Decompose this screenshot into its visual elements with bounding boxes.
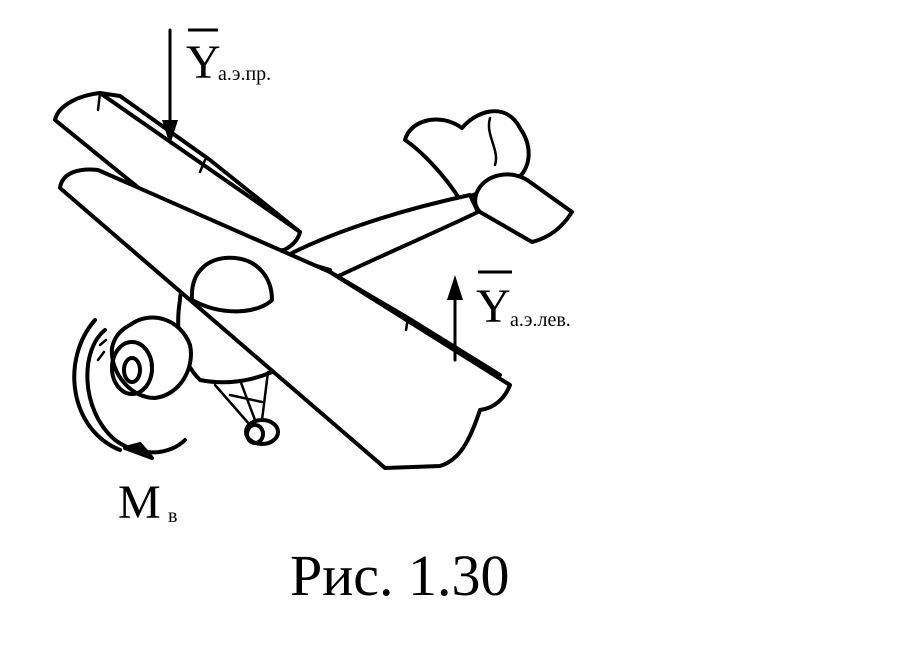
label-force-right-symbol: Y: [186, 36, 221, 89]
label-moment-subscript: в: [168, 505, 177, 527]
lower-wing: [58, 167, 512, 470]
landing-gear: [213, 370, 280, 446]
label-force-right: Y а.э.пр.: [186, 28, 271, 89]
label-force-right-subscript: а.э.пр.: [218, 63, 271, 85]
canopy: [189, 255, 274, 314]
label-force-left: Y а.э.лев.: [476, 270, 571, 333]
label-force-left-subscript: а.э.лев.: [510, 309, 571, 331]
propeller: [72, 315, 193, 460]
figure-caption: Рис. 1.30: [290, 543, 510, 608]
tail-stabilizer: [473, 172, 574, 244]
force-left-arrow: [447, 275, 463, 362]
label-moment-symbol: M: [118, 476, 161, 529]
force-right-arrow: [162, 28, 178, 145]
label-force-left-symbol: Y: [476, 280, 511, 333]
label-moment: M в: [118, 476, 177, 529]
upper-wing: [53, 91, 302, 256]
